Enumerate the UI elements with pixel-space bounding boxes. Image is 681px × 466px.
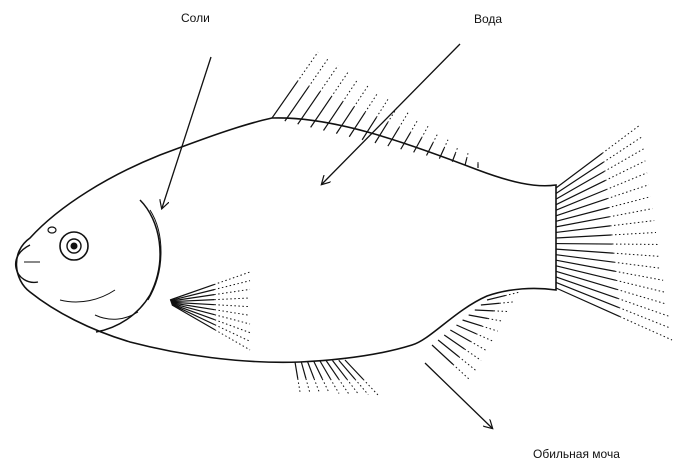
fish-body-outline: [16, 118, 556, 362]
fish-gill-cover: [96, 200, 160, 332]
pectoral-fin: [170, 272, 250, 350]
tail-fin: [556, 125, 672, 340]
urine-label: Обильная моча: [533, 447, 620, 461]
fish-cheek-line: [60, 290, 115, 302]
salt-arrow: [162, 57, 211, 208]
fish-eye: [60, 232, 88, 260]
urine-arrow: [425, 363, 492, 428]
water-arrow: [322, 44, 460, 184]
salt-label: Соли: [181, 11, 210, 25]
fish-nostril: [48, 227, 56, 233]
anal-fin: [432, 292, 520, 380]
fish-jaw-line: [95, 312, 138, 319]
water-label: Вода: [474, 12, 502, 26]
pelvic-fin: [295, 360, 378, 395]
dorsal-fin: [272, 52, 478, 168]
